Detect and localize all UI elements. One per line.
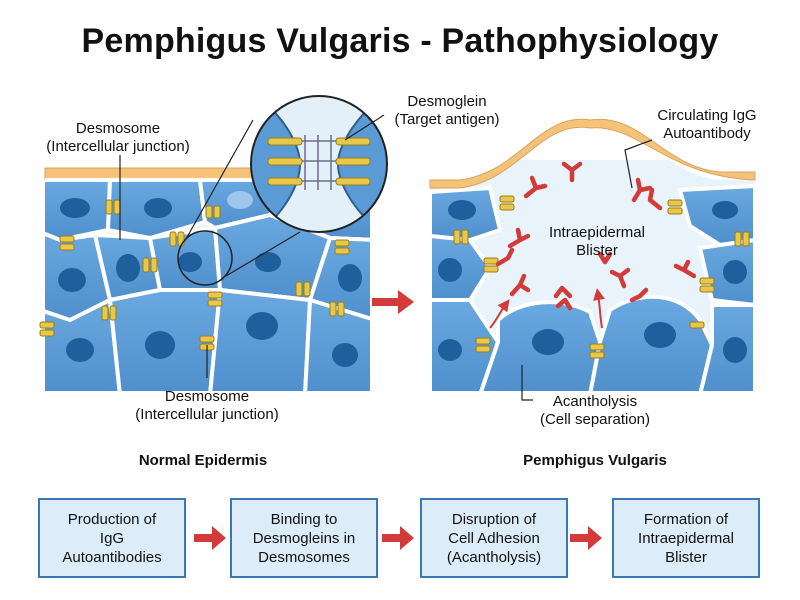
nucleus — [58, 268, 86, 292]
nucleus — [712, 201, 738, 219]
desmosome — [207, 291, 223, 307]
nucleus — [338, 264, 362, 292]
antibody-icon — [509, 273, 531, 297]
desmoglein-callout: Desmoglein (Target antigen) — [394, 93, 500, 128]
nucleus — [332, 343, 358, 367]
skin-surface-right — [429, 118, 756, 189]
desmosome — [59, 235, 75, 251]
desmosome — [142, 257, 158, 273]
callout-line-desmoglein — [344, 114, 385, 141]
antibody-icon — [673, 259, 697, 279]
desmosome-callout-bottom: Desmosome (Intercellular junction) — [135, 388, 279, 423]
flow-arrow-icon — [570, 526, 602, 550]
nucleus — [66, 338, 94, 362]
antibody-icon — [495, 247, 515, 267]
nucleus — [116, 254, 140, 282]
antibody-icon — [507, 227, 531, 249]
transition-arrow-icon — [372, 290, 414, 314]
nucleus — [532, 329, 564, 355]
nucleus — [438, 339, 462, 361]
nucleus — [227, 191, 253, 209]
desmosome — [105, 199, 121, 215]
antibody-icon — [523, 175, 548, 199]
antibody-icon — [561, 161, 583, 183]
nucleus — [723, 337, 747, 363]
acantholysis-callout: Acantholysis (Cell separation) — [539, 393, 651, 428]
desmosome — [329, 301, 345, 317]
antibody-icon — [553, 285, 573, 299]
antibody-icon — [555, 297, 573, 311]
nucleus — [448, 200, 476, 220]
desmosome — [295, 281, 311, 297]
antibody-callout: Circulating IgG Autoantibody — [657, 107, 757, 142]
pemphigus-panel — [429, 118, 756, 401]
desmosome — [39, 321, 55, 337]
nucleus — [246, 312, 278, 340]
desmosome — [101, 305, 117, 321]
nucleus — [644, 322, 676, 348]
cell — [588, 294, 715, 391]
flow-step-binding: Binding to Desmogleins in Desmosomes — [230, 498, 378, 578]
nucleus — [178, 252, 202, 272]
antibody-icon — [631, 177, 653, 203]
flow-step-production: Production of IgG Autoantibodies — [38, 498, 186, 578]
desmosome — [205, 205, 221, 219]
antibody-icon — [597, 251, 613, 265]
antibody-icon — [609, 267, 631, 289]
flow-arrow-icon — [382, 526, 414, 550]
flow-arrow-icon — [194, 526, 226, 550]
diagram-title: Pemphigus Vulgaris - Pathophysiology — [81, 22, 719, 60]
nucleus — [145, 331, 175, 359]
desmosome — [334, 239, 350, 255]
normal-epidermis-caption: Normal Epidermis — [138, 452, 268, 469]
flow-step-formation: Formation of Intraepidermal Blister — [612, 498, 760, 578]
nucleus — [144, 198, 172, 218]
zoom-source-circle — [177, 230, 233, 286]
nucleus — [438, 258, 462, 282]
antibody-icon — [629, 287, 649, 303]
callout-line-antibody — [624, 139, 653, 189]
nucleus — [255, 252, 281, 272]
callout-line-acantholysis — [521, 365, 533, 401]
nucleus — [60, 198, 90, 218]
antibody-icon — [647, 187, 663, 211]
blister-label: Intraepidermal Blister — [549, 224, 645, 259]
desmosome-callout-top: Desmosome (Intercellular junction) — [46, 120, 190, 155]
flow-step-disruption: Disruption of Cell Adhesion (Acantholysi… — [420, 498, 568, 578]
cell — [208, 287, 313, 391]
pemphigus-caption: Pemphigus Vulgaris — [523, 452, 667, 469]
nucleus — [723, 260, 747, 284]
